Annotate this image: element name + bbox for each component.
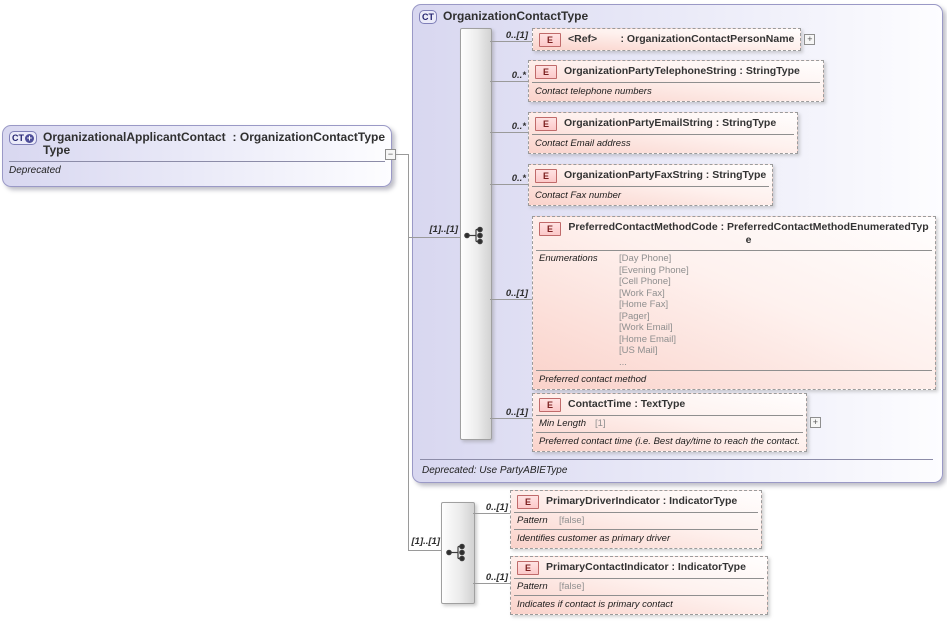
element-icon: E bbox=[517, 561, 539, 575]
min-length-facet: Min Length [1] bbox=[533, 416, 806, 432]
facet-label: Pattern bbox=[517, 515, 548, 526]
element-box-ref[interactable]: E <Ref> : OrganizationContactPersonName bbox=[532, 28, 802, 51]
element-title: ContactTime : TextType bbox=[568, 398, 686, 410]
element-box-contact-time[interactable]: E ContactTime : TextType Min Length [1] … bbox=[532, 393, 807, 452]
left-box-type: : OrganizationContactType bbox=[232, 130, 385, 144]
facet-label: Enumerations bbox=[539, 253, 598, 264]
divider bbox=[532, 186, 770, 187]
pattern-facet: Pattern [false] bbox=[511, 579, 767, 595]
divider bbox=[536, 431, 803, 433]
complex-type-header: CT OrganizationContactType bbox=[413, 5, 942, 26]
divider bbox=[532, 82, 820, 83]
divider bbox=[514, 594, 764, 596]
element-annotation: Preferred contact time (i.e. Best day/ti… bbox=[539, 435, 800, 447]
footer-divider bbox=[420, 459, 933, 460]
element-box-telephone[interactable]: E OrganizationPartyTelephoneString : Str… bbox=[528, 60, 824, 102]
left-box-name: OrganizationalApplicantContactType bbox=[43, 130, 226, 157]
element-title: <Ref> : OrganizationContactPersonName bbox=[568, 33, 795, 45]
facet-values: [false] bbox=[559, 581, 585, 592]
element-title: PrimaryDriverIndicator : IndicatorType bbox=[546, 495, 738, 507]
connector-line bbox=[490, 418, 532, 419]
divider bbox=[536, 370, 932, 371]
facet-values: [Day Phone][Evening Phone][Cell Phone][W… bbox=[619, 253, 689, 368]
element-annotation: Identifies customer as primary driver bbox=[517, 532, 671, 544]
group-cardinality-label: [1]..[1] bbox=[411, 536, 441, 547]
element-annotation: Contact telephone numbers bbox=[535, 86, 652, 97]
connector-line bbox=[473, 513, 510, 514]
element-box-fax[interactable]: E OrganizationPartyFaxString : StringTyp… bbox=[528, 164, 774, 206]
connector-line bbox=[490, 299, 532, 300]
connector-line bbox=[473, 583, 510, 584]
pattern-facet: Pattern [false] bbox=[511, 513, 761, 529]
facet-label: Min Length bbox=[539, 418, 587, 429]
expand-icon[interactable]: + bbox=[809, 416, 821, 428]
connector-line bbox=[396, 154, 409, 155]
divider bbox=[532, 134, 794, 135]
cardinality-label: 0..[1] bbox=[505, 407, 528, 418]
element-annotation: Preferred contact method bbox=[539, 374, 647, 385]
element-icon: E bbox=[539, 398, 561, 412]
divider bbox=[514, 578, 764, 579]
element-title: PreferredContactMethodCode : PreferredCo… bbox=[568, 221, 929, 246]
element-annotation: Contact Fax number bbox=[535, 190, 622, 201]
divider bbox=[514, 512, 758, 513]
divider bbox=[536, 250, 932, 251]
cardinality-label: 0..* bbox=[511, 121, 526, 132]
element-annotation: Indicates if contact is primary contact bbox=[517, 598, 673, 610]
connector-line bbox=[409, 237, 461, 238]
cardinality-label: 0..[1] bbox=[485, 502, 508, 513]
complex-type-icon: CT bbox=[419, 10, 437, 24]
derived-plus-icon: + bbox=[25, 132, 34, 143]
cardinality-label: 0..* bbox=[511, 173, 526, 184]
element-icon: E bbox=[517, 495, 539, 509]
complex-type-derived-icon: CT+ bbox=[9, 131, 37, 145]
complex-type-icon-label: CT bbox=[12, 133, 24, 143]
element-title: PrimaryContactIndicator : IndicatorType bbox=[546, 561, 746, 573]
element-title: OrganizationPartyFaxString : StringType bbox=[564, 169, 767, 181]
element-title: OrganizationPartyEmailString : StringTyp… bbox=[564, 117, 777, 129]
enumerations-facet: Enumerations [Day Phone][Evening Phone][… bbox=[533, 251, 935, 370]
left-box-annotation: Deprecated bbox=[9, 165, 61, 176]
facet-values: [1] bbox=[595, 418, 606, 429]
connector-line bbox=[408, 154, 409, 551]
connector-line bbox=[490, 132, 528, 133]
complex-type-box-organizational-applicant-contact[interactable]: CT+ OrganizationalApplicantContactType :… bbox=[2, 125, 392, 187]
divider bbox=[536, 415, 803, 416]
element-icon: E bbox=[535, 117, 557, 131]
connector-line bbox=[490, 41, 532, 42]
left-box-divider bbox=[9, 161, 385, 162]
left-box-header: CT+ OrganizationalApplicantContactType :… bbox=[3, 126, 391, 159]
sequence-icon bbox=[464, 226, 483, 245]
element-box-primary-contact-indicator[interactable]: E PrimaryContactIndicator : IndicatorTyp… bbox=[510, 556, 768, 615]
collapse-icon[interactable]: − bbox=[385, 149, 396, 160]
facet-values: [false] bbox=[559, 515, 585, 526]
element-box-email[interactable]: E OrganizationPartyEmailString : StringT… bbox=[528, 112, 798, 154]
expand-icon[interactable]: + bbox=[804, 34, 816, 45]
connector-line bbox=[490, 81, 528, 82]
sequence-icon bbox=[446, 543, 465, 562]
element-icon: E bbox=[535, 169, 557, 183]
connector-line bbox=[409, 550, 442, 551]
cardinality-label: 0..[1] bbox=[485, 572, 508, 583]
divider bbox=[514, 528, 758, 530]
facet-label: Pattern bbox=[517, 581, 548, 592]
element-icon: E bbox=[539, 222, 561, 236]
element-box-primary-driver-indicator[interactable]: E PrimaryDriverIndicator : IndicatorType… bbox=[510, 490, 762, 549]
element-icon: E bbox=[535, 65, 557, 79]
cardinality-label: 0..[1] bbox=[505, 288, 528, 299]
group-cardinality-label: [1]..[1] bbox=[429, 224, 459, 235]
connector-line bbox=[490, 184, 528, 185]
cardinality-label: 0..* bbox=[511, 70, 526, 81]
main-box-footer-annotation: Deprecated: Use PartyABIEType bbox=[422, 465, 568, 476]
cardinality-label: 0..[1] bbox=[505, 30, 528, 41]
element-icon: E bbox=[539, 33, 561, 47]
complex-type-title: OrganizationContactType bbox=[443, 9, 589, 23]
element-annotation: Contact Email address bbox=[535, 138, 631, 149]
element-box-preferred-contact-method[interactable]: E PreferredContactMethodCode : Preferred… bbox=[532, 216, 936, 390]
element-title: OrganizationPartyTelephoneString : Strin… bbox=[564, 65, 800, 77]
